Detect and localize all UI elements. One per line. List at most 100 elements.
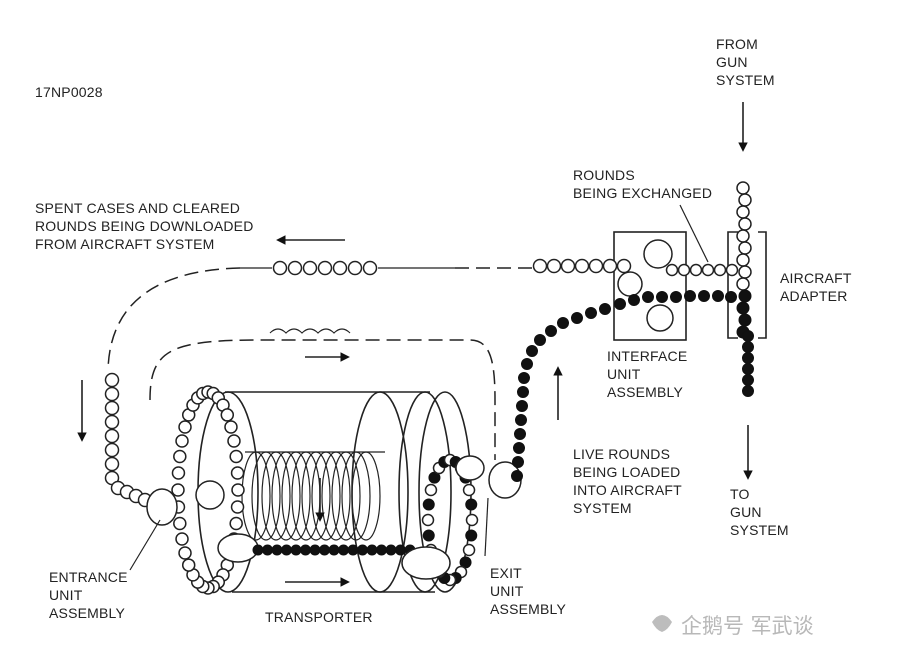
live-round: [347, 544, 359, 556]
exit-sprocket-c: [455, 455, 485, 481]
figure-id: 17NP0028: [35, 84, 103, 100]
round: [588, 258, 604, 274]
label-line: FROM: [716, 36, 758, 52]
round: [227, 434, 241, 448]
live-round: [599, 303, 611, 315]
label-line: ROUNDS BEING DOWNLOADED: [35, 218, 254, 234]
live-round: [319, 544, 330, 556]
round: [175, 532, 189, 546]
round: [713, 263, 727, 277]
round: [287, 260, 303, 276]
live-round: [742, 352, 754, 364]
round: [738, 265, 752, 279]
live-round: [422, 529, 435, 542]
label-line: TO: [730, 486, 750, 502]
live-round: [736, 301, 750, 315]
label-line: INTO AIRCRAFT: [573, 482, 682, 498]
round: [738, 217, 752, 231]
live-round: [512, 456, 524, 468]
live-round: [300, 544, 311, 556]
label-from-gun-system: FROM GUN SYSTEM: [716, 36, 775, 88]
round: [229, 516, 243, 531]
live-round: [684, 290, 696, 302]
label-line: BEING LOADED: [573, 464, 680, 480]
live-round: [526, 345, 538, 357]
label-line: GUN: [716, 54, 748, 70]
conveyor-top-chain: [269, 328, 351, 334]
label-line: FROM AIRCRAFT SYSTEM: [35, 236, 215, 252]
round: [462, 543, 476, 557]
round: [178, 420, 192, 434]
round: [224, 420, 238, 434]
live-round: [742, 363, 754, 375]
round: [701, 263, 715, 277]
interface-sprocket-top: [643, 239, 673, 269]
label-line: ENTRANCE: [49, 569, 128, 585]
round: [173, 449, 187, 464]
round: [736, 277, 750, 291]
label-line: LIVE ROUNDS: [573, 446, 670, 462]
label-line: SYSTEM: [573, 500, 632, 516]
round: [602, 258, 618, 274]
label-line: UNIT: [607, 366, 641, 382]
live-round: [357, 544, 368, 556]
label-line: BEING EXCHANGED: [573, 185, 712, 201]
live-round: [309, 544, 321, 556]
round: [532, 258, 548, 274]
live-round: [725, 291, 737, 303]
transporter-drum: [197, 391, 472, 593]
watermark: 企鹅号 军武谈: [652, 614, 814, 638]
round: [421, 513, 435, 527]
round: [230, 466, 245, 480]
round: [171, 466, 186, 480]
round: [104, 386, 120, 402]
entrance-sprocket-b: [146, 488, 178, 526]
live-round: [670, 291, 682, 303]
label-transporter: TRANSPORTER: [265, 609, 373, 625]
interface-unit-box: [613, 231, 687, 341]
round: [181, 558, 196, 572]
label-line: UNIT: [490, 583, 524, 599]
live-round: [614, 298, 626, 310]
round: [736, 181, 750, 195]
round: [736, 205, 750, 219]
label-exit-unit: EXIT UNIT ASSEMBLY: [490, 565, 566, 617]
interface-sprocket-left: [617, 271, 643, 297]
round: [725, 263, 739, 277]
aircraft-adapter-bracket-left: [727, 231, 738, 339]
round: [347, 260, 363, 276]
aircraft-adapter-bracket-right: [758, 231, 767, 339]
live-round: [534, 334, 546, 346]
round: [178, 546, 192, 560]
round: [173, 516, 187, 531]
live-round: [281, 544, 292, 556]
top-return-rounds: [272, 260, 378, 276]
live-round: [290, 544, 302, 556]
live-round: [517, 386, 529, 398]
label-line: AIRCRAFT: [780, 270, 852, 286]
exchange-column-rounds: [736, 181, 754, 397]
round: [220, 408, 235, 422]
round: [104, 456, 120, 472]
round: [560, 258, 576, 274]
round: [230, 500, 245, 514]
label-line: EXIT: [490, 565, 522, 581]
live-round: [385, 544, 397, 556]
interface-sprocket-bottom: [646, 304, 674, 332]
round: [546, 258, 562, 274]
live-round: [698, 290, 710, 302]
label-line: UNIT: [49, 587, 83, 603]
round: [738, 193, 752, 207]
round: [736, 253, 750, 267]
drum-right-ring-a: [398, 391, 452, 593]
round: [362, 260, 378, 276]
entrance-sprocket-c: [217, 533, 259, 563]
label-to-gun-system: TO GUN SYSTEM: [730, 486, 789, 538]
drum-inner-cylinders: [241, 451, 385, 541]
live-round: [516, 400, 528, 412]
return-path-curve: [107, 267, 241, 371]
round: [738, 241, 752, 255]
exit-sprocket-a: [401, 546, 451, 580]
